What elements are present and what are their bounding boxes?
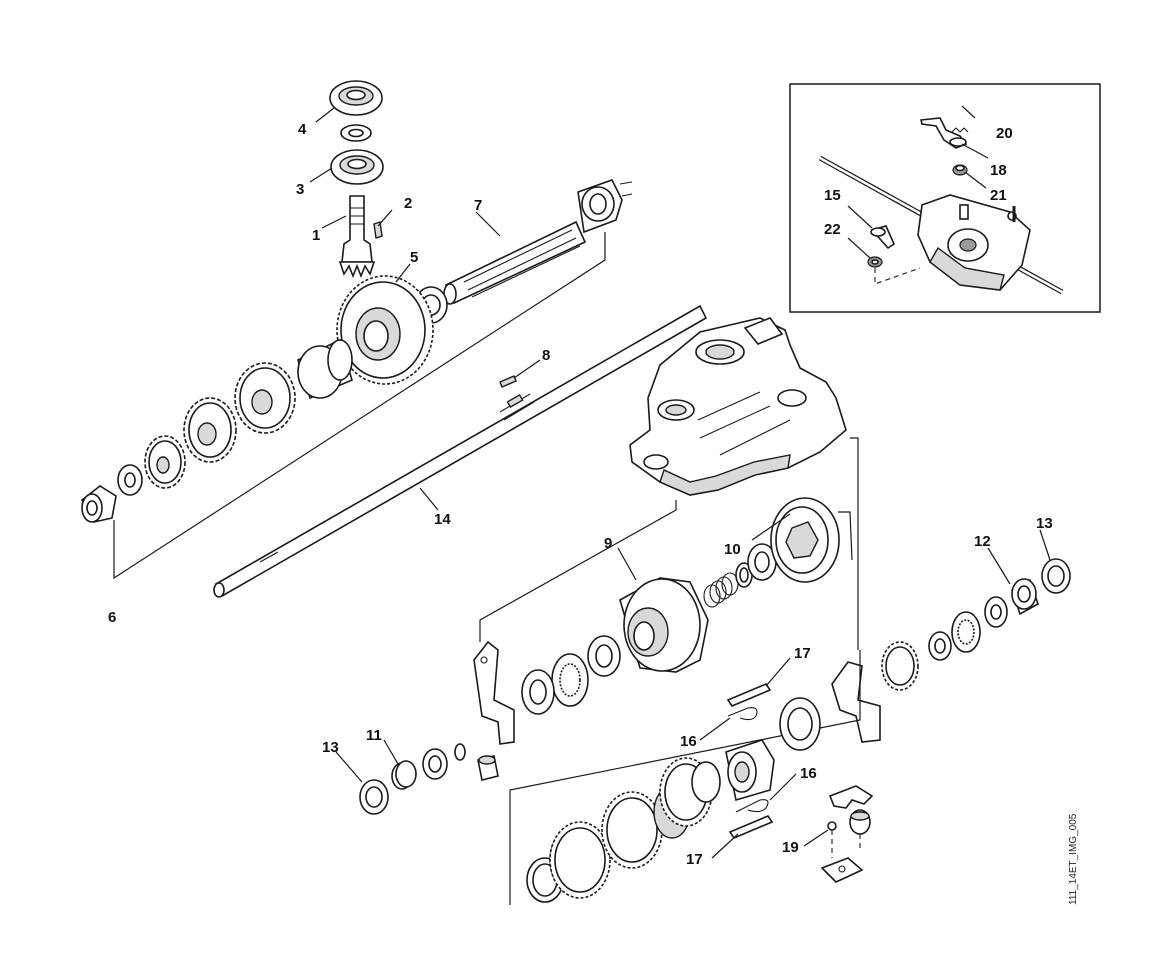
callout-5: 5 (410, 249, 418, 266)
bearing-13-right (1041, 558, 1071, 594)
bushing-top (577, 179, 633, 234)
callout-19: 19 (782, 839, 799, 856)
bearing-3 (330, 149, 384, 185)
pin-16-bottom (735, 799, 769, 813)
clutch-collar (725, 739, 775, 802)
image-id-label: 111_14ET_IMG_005 (1068, 813, 1079, 905)
callout-17-upper: 17 (794, 645, 811, 662)
callout-17-lower: 17 (686, 851, 703, 868)
callout-13-right: 13 (1036, 515, 1053, 532)
callout-3: 3 (296, 181, 304, 198)
pinion-gear-right (881, 641, 919, 691)
callout-6: 6 (108, 609, 116, 626)
bearing-13-left (359, 779, 389, 815)
splined-shaft-7 (443, 220, 587, 305)
callout-13-left: 13 (322, 739, 339, 756)
callout-15: 15 (824, 187, 841, 204)
needle-bearing-center (551, 653, 589, 707)
needle-bearing-right (951, 611, 981, 653)
bushing-6 (80, 485, 117, 523)
bushing-10 (747, 543, 777, 581)
diff-drum-9 (619, 577, 709, 673)
pin-17-bottom (728, 815, 774, 839)
callout-4: 4 (298, 121, 307, 138)
bracket-upper (828, 785, 874, 809)
plunger (849, 809, 871, 835)
shift-fork-left (473, 640, 515, 745)
washer-left (422, 748, 448, 780)
spacer-washer (340, 124, 372, 142)
inset-clip-20 (951, 127, 969, 133)
shift-fork-right (831, 661, 881, 743)
washer-right-2 (984, 596, 1008, 628)
lower-gear-stack (526, 757, 721, 903)
sleeve (297, 338, 353, 400)
callout-1: 1 (312, 227, 320, 244)
callout-22: 22 (824, 221, 841, 238)
pin-17-top (726, 683, 772, 707)
callout-8: 8 (542, 347, 550, 364)
spur-gear-small (144, 435, 186, 489)
spring-center (703, 572, 739, 608)
callout-2: 2 (404, 195, 412, 212)
inset-washer-22 (867, 256, 883, 268)
callout-21: 21 (990, 187, 1007, 204)
key-2 (373, 221, 383, 239)
bushing-12 (1011, 578, 1039, 616)
pinion-shaft-1 (338, 195, 376, 279)
inset-transmission-housing (917, 194, 1031, 291)
key-8 (499, 375, 517, 388)
spur-gear-medium (183, 397, 237, 463)
callout-16-upper: 16 (680, 733, 697, 750)
washer-center (521, 669, 555, 715)
callout-11: 11 (366, 727, 382, 744)
callout-9: 9 (604, 535, 612, 552)
thrust-washer (117, 464, 143, 496)
snap-ring-left (454, 743, 466, 761)
callout-7: 7 (474, 197, 482, 214)
callout-12: 12 (974, 533, 991, 550)
collar-right (779, 697, 821, 751)
callout-18: 18 (990, 162, 1007, 179)
gearbox-housing (629, 317, 847, 496)
bevel-gear-5 (336, 275, 434, 385)
gear-housing-right (770, 497, 840, 583)
callout-14: 14 (434, 511, 451, 528)
bushing-11 (391, 760, 417, 790)
inset-arm-15 (870, 225, 896, 250)
callout-20: 20 (996, 125, 1013, 142)
ball-19 (827, 821, 837, 831)
callout-16-lower: 16 (800, 765, 817, 782)
small-bushing-left (477, 755, 499, 781)
spur-gear-large (234, 362, 296, 434)
bearing-4 (329, 80, 383, 116)
callout-10: 10 (724, 541, 741, 558)
inset-nut-21 (952, 164, 968, 176)
washer-right-1 (928, 631, 952, 661)
inset-transmission-view (789, 83, 1101, 313)
plate-lower (820, 857, 864, 883)
pin-16-top (727, 707, 758, 721)
axle-shaft-14 (213, 304, 708, 598)
thrust-washer-center (587, 635, 621, 677)
